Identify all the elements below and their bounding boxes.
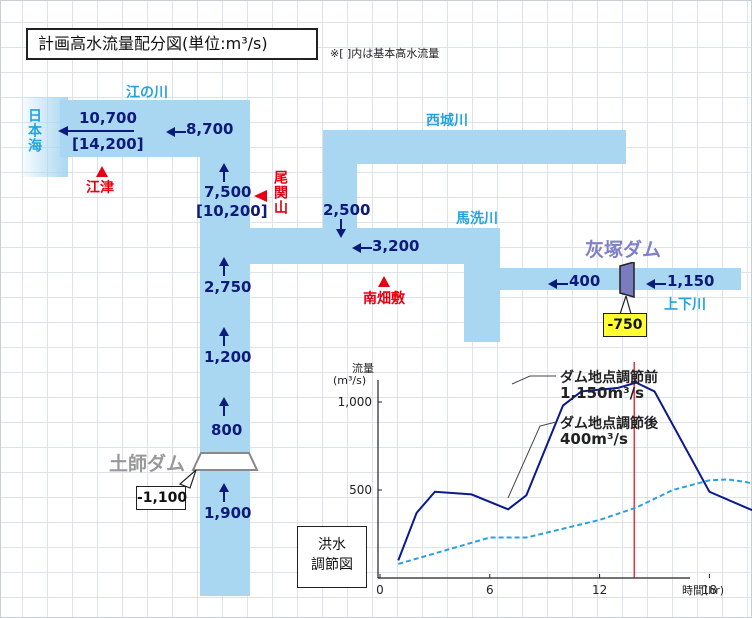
sea-label: 日本海 (26, 108, 42, 153)
series-after-name: ダム地点調節後 (560, 416, 658, 432)
flow-main-4: 1,900 (204, 504, 252, 522)
flow-arrow-main-1 (218, 257, 230, 281)
flow-mouth-basic: [14,200] (72, 135, 144, 153)
flow-upper-enokawa: 8,700 (186, 120, 234, 138)
enokawa-main-channel (200, 100, 250, 596)
flow-arrow-kamishimo (646, 275, 668, 294)
dam-haji-label: 土師ダム (109, 453, 186, 475)
point-oseki: 尾関山 (272, 170, 288, 215)
flow-arrow-main-3 (218, 397, 230, 421)
chart-ylabel-unit: (m³/s) (333, 374, 367, 387)
flow-basen: 3,200 (372, 237, 420, 255)
nanbata-marker (378, 273, 390, 292)
flood-control-chart-label: 洪水 調節図 (297, 526, 367, 588)
flow-arrow-main-4 (218, 483, 230, 507)
flow-mouth: 10,700 (79, 109, 137, 127)
dam-haizuka-icon (614, 261, 638, 302)
flow-oseki: 7,500 (204, 183, 252, 201)
basic-flow-note: ※[ ]内は基本高水流量 (330, 47, 440, 60)
saijo-channel (323, 130, 626, 164)
river-name-basen: 馬洗川 (456, 211, 498, 227)
flow-arrow-main-2 (218, 327, 230, 351)
flow-arrow-basen-up (548, 275, 570, 294)
gotsu-marker (96, 163, 108, 182)
dam-haizuka-label: 灰塚ダム (585, 239, 662, 261)
chart-xlabel: 時間(hr) (682, 584, 725, 597)
flood-control-chart-label-line2: 調節図 (311, 557, 353, 573)
flow-main-3: 800 (211, 421, 243, 439)
flow-arrow-upper-enokawa (166, 123, 188, 142)
oseki-marker (254, 187, 268, 206)
dam-haji-cut: -1,100 (136, 486, 187, 510)
flow-basen-up: 400 (569, 272, 601, 290)
river-name-kamishimo: 上下川 (664, 297, 706, 313)
flow-arrow-mouth (58, 122, 136, 141)
dam-haji-icon (191, 452, 259, 476)
kamishimo-channel (464, 268, 741, 290)
flow-arrow-basen (352, 239, 374, 258)
flow-saijo: 2,500 (323, 201, 371, 219)
flow-kamishimo: 1,150 (667, 272, 715, 290)
series-after-value: 400m³/s (560, 430, 628, 448)
series-before-name: ダム地点調節前 (560, 370, 658, 386)
saijo-down-channel (323, 130, 357, 264)
dam-haizuka-cut: -750 (603, 313, 647, 337)
diagram-title: 計画高水流量配分図(単位:m³/s) (26, 28, 318, 60)
river-name-saijo: 西城川 (426, 113, 468, 129)
chart-ylabel: 流量 (352, 362, 374, 375)
point-gotsu: 江津 (86, 180, 114, 196)
series-before-value: 1,150m³/s (560, 384, 645, 402)
flow-arrow-saijo (335, 219, 347, 243)
flow-arrow-oseki (218, 163, 230, 187)
sea-area (18, 97, 68, 177)
flow-oseki-basic: [10,200] (196, 202, 268, 220)
flood-control-chart-label-line1: 洪水 (318, 537, 346, 553)
flow-main-1: 2,750 (204, 278, 252, 296)
flow-main-2: 1,200 (204, 348, 252, 366)
point-nanbata: 南畑敷 (363, 291, 405, 307)
river-name-enokawa: 江の川 (126, 85, 168, 101)
